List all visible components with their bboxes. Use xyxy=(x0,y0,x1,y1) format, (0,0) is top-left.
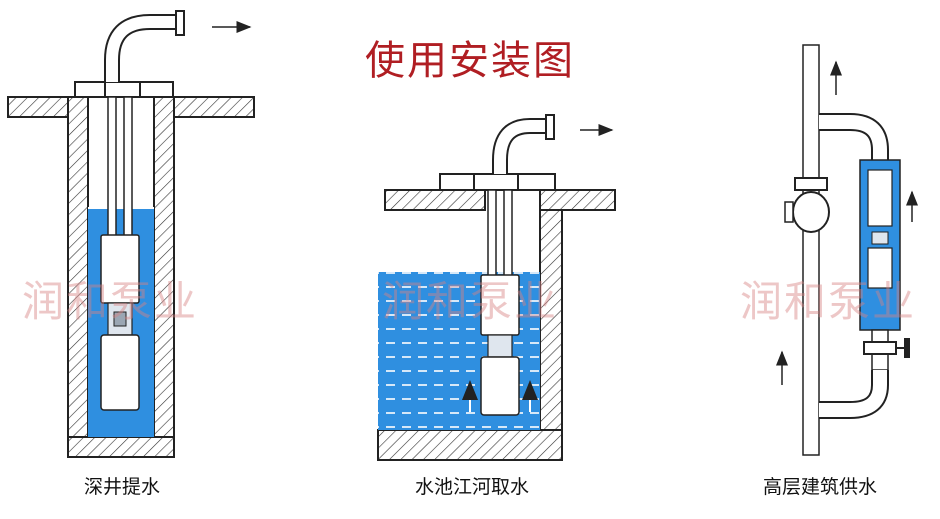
pool-pump-motor xyxy=(480,356,520,416)
pool-wall-right xyxy=(539,209,563,461)
caption-high-rise: 高层建筑供水 xyxy=(762,476,877,498)
pool-river-scene xyxy=(377,114,616,461)
ground-slab-right xyxy=(173,96,255,118)
pool-slab-right xyxy=(539,189,616,211)
pump-motor xyxy=(100,334,140,411)
watermark-center: 润和泵业 xyxy=(382,277,559,326)
page-title: 使用安装图 xyxy=(365,38,575,84)
deep-well-scene xyxy=(7,10,255,458)
riser-pipe xyxy=(802,44,820,456)
caption-pool-river: 水池江河取水 xyxy=(414,476,529,498)
pool-cover xyxy=(439,173,556,191)
ground-slab-left xyxy=(7,96,69,118)
pool-bottom xyxy=(377,429,563,461)
watermark-right: 润和泵业 xyxy=(740,277,917,326)
valve xyxy=(792,191,830,233)
caption-deep-well: 深井提水 xyxy=(83,476,160,498)
high-rise-scene xyxy=(776,44,918,456)
well-bottom xyxy=(67,436,175,458)
watermark-left: 润和泵业 xyxy=(22,277,199,326)
pool-slab-left xyxy=(384,189,486,211)
